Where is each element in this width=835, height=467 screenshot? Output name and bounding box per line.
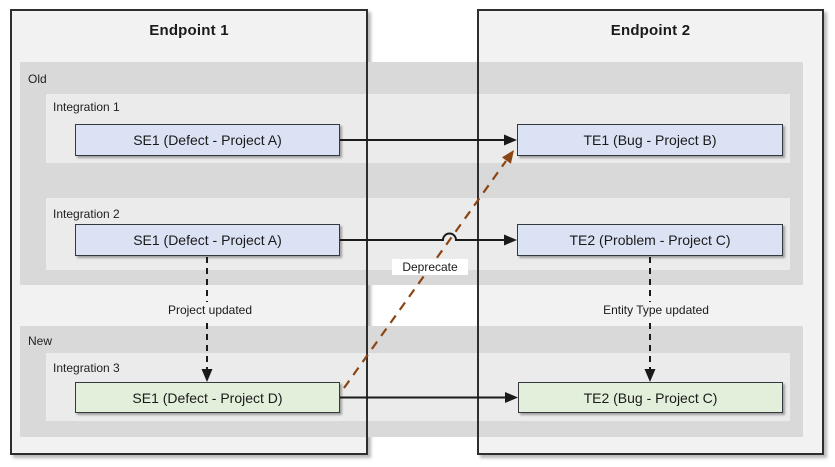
entity-se1-integration1: SE1 (Defect - Project A) (75, 124, 340, 156)
entity-se1-integration2-label: SE1 (Defect - Project A) (133, 232, 282, 248)
endpoint-1-title: Endpoint 1 (149, 22, 229, 39)
integration-1-label: Integration 1 (53, 100, 120, 114)
entity-type-updated-label: Entity Type updated (574, 302, 738, 318)
integration-2-label: Integration 2 (53, 207, 120, 221)
new-band-label: New (28, 334, 53, 348)
entity-se1-integration3-label: SE1 (Defect - Project D) (132, 389, 283, 406)
entity-te1: TE1 (Bug - Project B) (517, 124, 783, 156)
entity-te2-old-label: TE2 (Problem - Project C) (569, 232, 731, 248)
deprecate-label: Deprecate (392, 259, 468, 275)
entity-se1-integration2: SE1 (Defect - Project A) (75, 224, 340, 256)
entity-se1-integration3: SE1 (Defect - Project D) (75, 382, 340, 413)
integration-3-label: Integration 3 (53, 361, 120, 375)
entity-te2-new: TE2 (Bug - Project C) (518, 382, 783, 413)
entity-se1-integration1-label: SE1 (Defect - Project A) (133, 132, 282, 148)
entity-te1-label: TE1 (Bug - Project B) (583, 132, 717, 148)
endpoint-2-title: Endpoint 2 (610, 22, 691, 39)
entity-te2-new-label: TE2 (Bug - Project C) (583, 389, 718, 406)
entity-te2-old: TE2 (Problem - Project C) (517, 224, 783, 256)
project-updated-label: Project updated (130, 302, 290, 318)
old-band-label: Old (28, 72, 47, 86)
